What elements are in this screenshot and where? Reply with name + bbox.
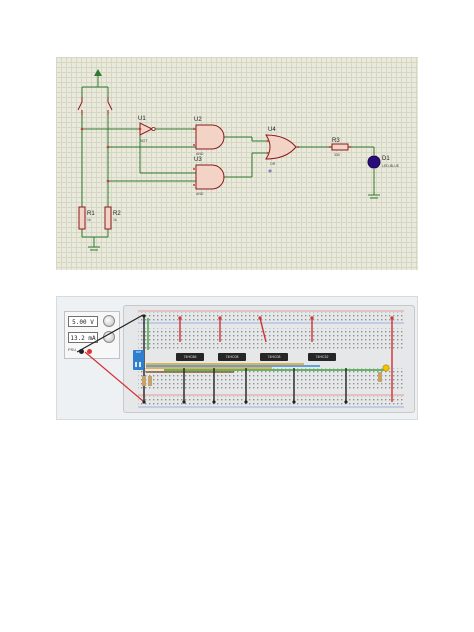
breadboard-simulator[interactable]: 5.00 V 13.2 mA PSU <box>56 296 418 420</box>
led[interactable] <box>382 364 390 372</box>
power-supply[interactable]: 5.00 V 13.2 mA PSU <box>64 311 120 359</box>
r3-label: R3 <box>332 138 340 144</box>
breadboard-drawing <box>138 310 404 408</box>
u4-type: OR <box>270 162 276 166</box>
voltage-readout: 5.00 V <box>68 316 98 327</box>
r1-value: 1k <box>87 218 91 222</box>
resistor-r2[interactable] <box>104 206 112 230</box>
current-readout: 13.2 mA <box>68 332 98 343</box>
resistor-2[interactable] <box>148 376 152 386</box>
switch-a[interactable] <box>77 97 83 115</box>
wire-end-dots-red <box>178 316 394 320</box>
u2-type: AND <box>196 152 204 156</box>
resistor-r3[interactable] <box>331 143 349 151</box>
u1-type: NOT <box>140 139 148 143</box>
resistor-3[interactable] <box>378 372 382 382</box>
bottom-power-rail[interactable] <box>138 396 404 406</box>
ic-chip-1[interactable]: 74HC86 <box>176 353 204 361</box>
d1-label: D1 <box>382 156 390 162</box>
r2-value: 1k <box>113 218 117 222</box>
dip-label: DIP <box>135 350 141 354</box>
r2-label: R2 <box>113 211 121 217</box>
circuit-schematic[interactable]: U1 NOT U2 AND U3 AND U4 OR R3 330 D1 LED… <box>56 57 418 270</box>
ic-chip-2[interactable]: 74HC08 <box>218 353 246 361</box>
and-gate-u2[interactable] <box>195 124 225 150</box>
d1-type: LED-BLUE <box>382 164 400 168</box>
probe-marker-icon <box>268 169 272 173</box>
current-knob[interactable] <box>103 331 115 343</box>
resistor-1[interactable] <box>142 376 146 386</box>
schematic-wires <box>81 75 380 251</box>
top-power-rail[interactable] <box>138 312 404 322</box>
switch-b[interactable] <box>107 97 113 115</box>
positive-terminal[interactable] <box>87 349 92 354</box>
wire-end-dots <box>142 314 348 404</box>
jumper-wires[interactable] <box>143 316 393 402</box>
not-gate-u1[interactable] <box>139 122 156 136</box>
r1-label: R1 <box>87 211 95 217</box>
and-gate-u3[interactable] <box>195 164 225 190</box>
ic-chip-4[interactable]: 74HC32 <box>308 353 336 361</box>
breadboard[interactable]: DIP 74HC86 74HC08 74HC08 74HC32 <box>123 305 415 413</box>
resistor-r1[interactable] <box>78 206 86 230</box>
u2-label: U2 <box>194 117 202 123</box>
r3-value: 330 <box>334 153 340 157</box>
voltage-knob[interactable] <box>103 315 115 327</box>
u3-label: U3 <box>194 157 202 163</box>
or-gate-u4[interactable] <box>265 134 297 160</box>
power-supply-label: PSU <box>68 347 77 352</box>
u1-label: U1 <box>138 116 146 122</box>
ic-chip-3[interactable]: 74HC08 <box>260 353 288 361</box>
dip-switch[interactable]: DIP <box>133 350 144 370</box>
terminal-strip-top[interactable] <box>138 328 404 350</box>
pin-markers <box>80 127 351 186</box>
negative-terminal[interactable] <box>79 349 84 354</box>
u3-type: AND <box>196 192 204 196</box>
led-d1[interactable] <box>367 155 381 169</box>
u4-label: U4 <box>268 127 276 133</box>
schematic-drawing: U1 NOT U2 AND U3 AND U4 OR R3 330 D1 LED… <box>77 69 400 251</box>
terminal-strip-bottom[interactable] <box>138 368 404 390</box>
power-terminal-icon <box>94 69 102 76</box>
